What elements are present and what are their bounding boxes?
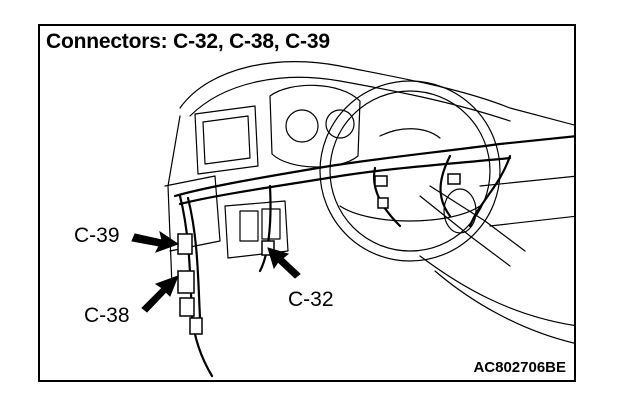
callout-label-c38: C-38 — [84, 304, 130, 327]
wiring-harness-main — [173, 135, 574, 198]
callout-label-c39: C-39 — [74, 224, 120, 247]
connector-c38-body — [177, 270, 195, 294]
arrow-c39 — [131, 230, 180, 253]
dashboard-illustration — [131, 61, 574, 378]
steering-wheel — [319, 80, 501, 262]
callout-label-c32: C-32 — [288, 288, 334, 311]
lower-panel — [224, 200, 289, 259]
page-title: Connectors: C-32, C-38, C-39 — [46, 30, 330, 53]
arrow-c32 — [267, 247, 301, 279]
dashboard-outline — [179, 61, 574, 126]
diagram-frame: Connectors: C-32, C-38, C-39 C-39 C-38 C… — [38, 24, 576, 382]
connector-c39-body — [177, 233, 193, 255]
arrow-c38 — [141, 275, 179, 313]
center-panel — [194, 105, 259, 175]
instrument-cluster — [269, 84, 361, 168]
figure-id: AC802706BE — [473, 359, 566, 376]
